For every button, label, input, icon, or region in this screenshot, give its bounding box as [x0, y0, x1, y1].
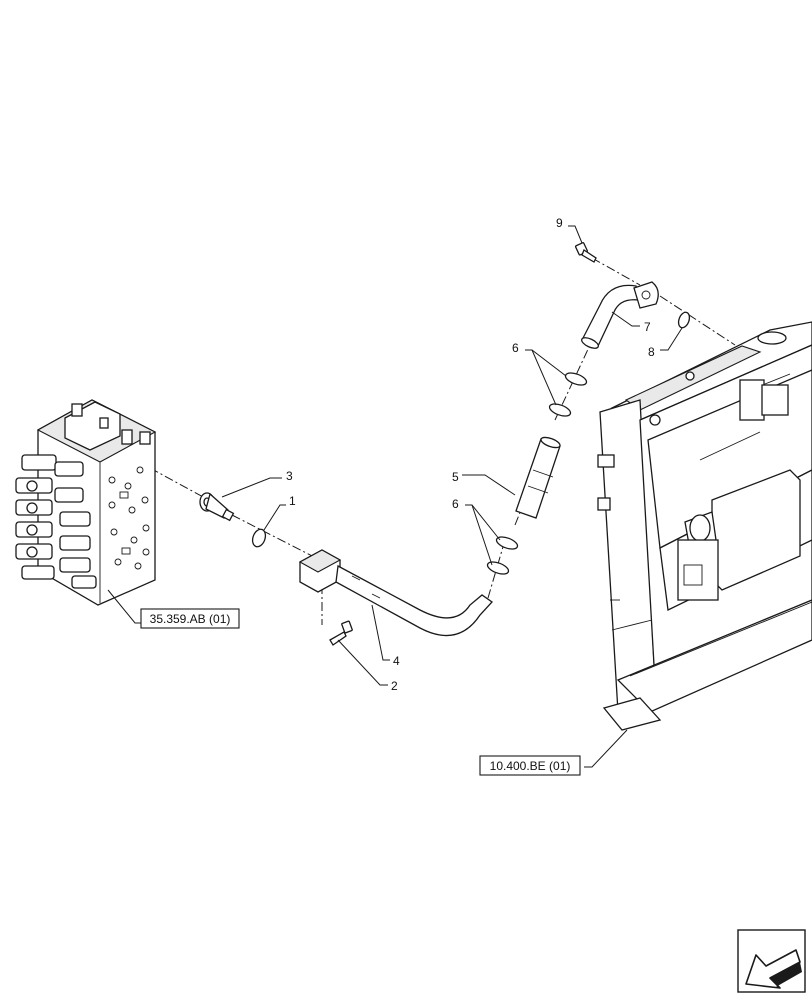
- hose-clamps-part-6: [486, 372, 588, 575]
- callout-7[interactable]: 7: [644, 320, 651, 334]
- o-ring-part-1: [251, 528, 267, 548]
- bolt-part-9: [574, 242, 597, 263]
- o-ring-part-8: [677, 311, 691, 329]
- callout-5[interactable]: 5: [452, 470, 459, 484]
- arrow-previous-icon[interactable]: [737, 929, 806, 993]
- callout-3[interactable]: 3: [286, 469, 293, 483]
- radiator-assembly: [597, 321, 812, 731]
- elbow-pipe-part-7: [581, 281, 659, 349]
- callout-6-lower[interactable]: 6: [452, 497, 459, 511]
- callout-4[interactable]: 4: [393, 654, 400, 668]
- hose-part-5: [515, 436, 561, 519]
- control-valve-block: [15, 399, 157, 606]
- callout-8[interactable]: 8: [648, 345, 655, 359]
- ref-control-valve[interactable]: 35.359.AB (01): [150, 612, 231, 626]
- ref-radiator[interactable]: 10.400.BE (01): [490, 759, 571, 773]
- fitting-part-3: [199, 492, 235, 522]
- ref-box-radiator: [479, 755, 581, 776]
- callout-6-upper[interactable]: 6: [512, 341, 519, 355]
- tube-part-4: [298, 549, 493, 637]
- bolt-part-2: [329, 620, 353, 646]
- callout-9[interactable]: 9: [556, 216, 563, 230]
- ref-box-control-valve: [140, 608, 240, 629]
- callout-1[interactable]: 1: [289, 494, 296, 508]
- callout-2[interactable]: 2: [391, 679, 398, 693]
